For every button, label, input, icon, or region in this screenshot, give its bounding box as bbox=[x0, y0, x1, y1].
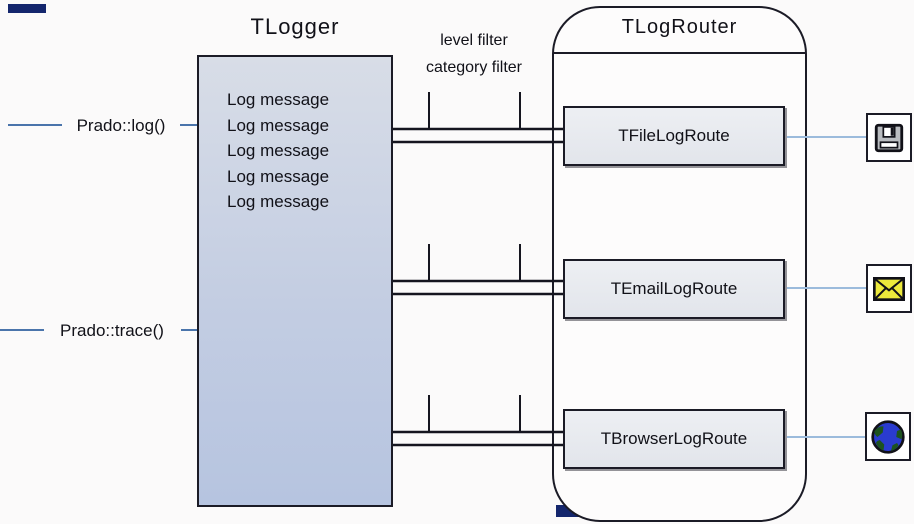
log-message: Log message bbox=[227, 141, 330, 160]
email-envelope-icon bbox=[866, 264, 912, 313]
channel-to-browser-route bbox=[393, 430, 565, 447]
prado-log-label: Prado::log() bbox=[76, 116, 166, 135]
globe-glyph bbox=[871, 419, 905, 454]
log-message: Log message bbox=[227, 115, 330, 135]
channel-to-file-route bbox=[393, 127, 565, 144]
route-label: TFileLogRoute bbox=[618, 126, 730, 145]
prado-trace-label: Prado::trace() bbox=[60, 321, 164, 340]
tlogger-title: TLogger bbox=[250, 14, 340, 39]
envelope-glyph bbox=[873, 276, 905, 301]
top-left-accent-bar bbox=[8, 4, 46, 13]
log-message-list: Log message Log message Log message Log … bbox=[227, 87, 387, 215]
route-label: TBrowserLogRoute bbox=[600, 429, 748, 448]
tlogrouter-title: TLogRouter bbox=[621, 16, 738, 38]
route-box-tbrowserlogroute: TBrowserLogRoute bbox=[563, 409, 785, 469]
log-message: Log message bbox=[227, 90, 330, 109]
floppy-disk-glyph bbox=[874, 123, 904, 152]
filter-ticks-row3 bbox=[428, 395, 521, 432]
tlogger-box bbox=[197, 55, 393, 507]
log-message: Log message bbox=[227, 166, 330, 186]
filter-ticks-row2 bbox=[428, 244, 521, 281]
filter-ticks-row1 bbox=[428, 92, 521, 129]
route-box-temaillogroute: TEmailLogRoute bbox=[563, 259, 785, 319]
route-box-tfilelogroute: TFileLogRoute bbox=[563, 106, 785, 166]
log-message: Log message bbox=[227, 192, 330, 211]
channel-to-email-route bbox=[393, 279, 565, 296]
route-label: TEmailLogRoute bbox=[610, 279, 738, 298]
globe-icon bbox=[865, 412, 911, 461]
category-filter-label: category filter bbox=[425, 59, 523, 76]
floppy-disk-icon bbox=[866, 113, 912, 162]
level-filter-label: level filter bbox=[440, 32, 508, 49]
